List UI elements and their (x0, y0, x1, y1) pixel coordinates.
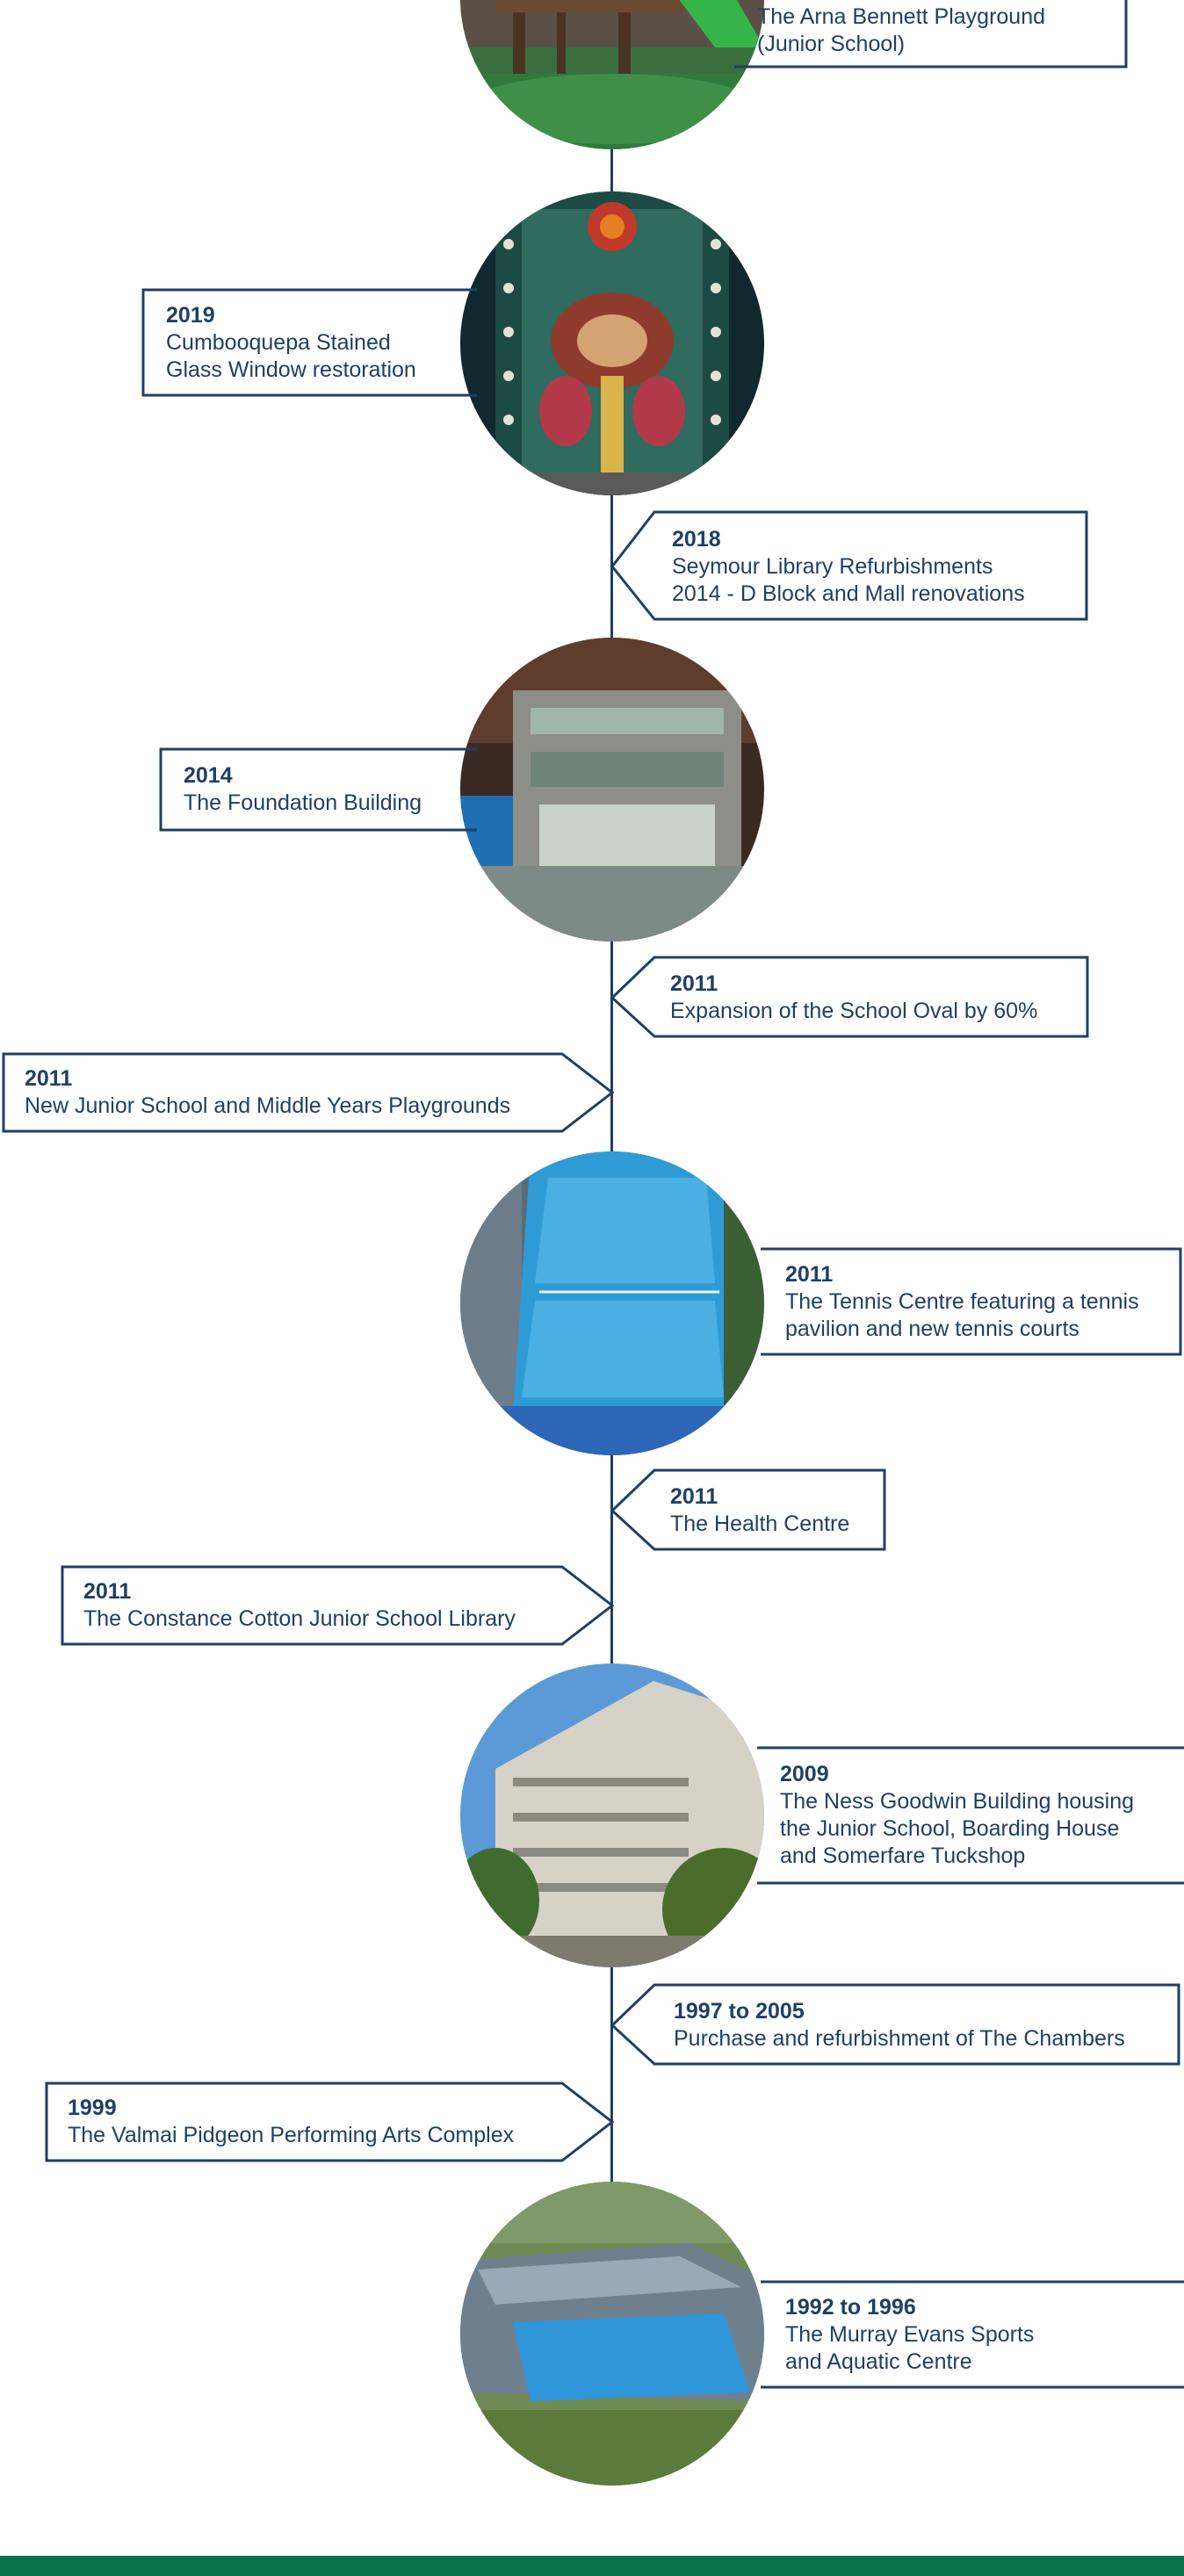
ness-goodwin-building-photo (460, 1663, 764, 1967)
timeline-entry-2014: 2014 The Foundation Building (159, 747, 477, 832)
tennis-centre-photo (460, 1151, 764, 1455)
timeline-entry-desc: Seymour Library Refurbishments 2014 - D … (672, 553, 1025, 606)
timeline-entry-year: 2011 (670, 1484, 718, 1509)
timeline-entry-2009: 2009 The Ness Goodwin Building housing t… (757, 1746, 1184, 1885)
timeline-entry-2011-tennis: 2011 The Tennis Centre featuring a tenni… (761, 1247, 1182, 1356)
timeline-entry-desc: The Arna Bennett Playground (Junior Scho… (757, 4, 1046, 56)
timeline-entry-year: 2014 (184, 763, 233, 788)
timeline-entry-year: 1992 to 1996 (785, 2294, 916, 2320)
timeline-entry-2011-oval: 2011 Expansion of the School Oval by 60% (610, 956, 1089, 1038)
timeline-entry-2011-library: 2011 The Constance Cotton Junior School … (61, 1565, 615, 1646)
timeline-entry-arna-bennett: The Arna Bennett Playground (Junior Scho… (734, 0, 1128, 69)
timeline-entry-year: 1999 (68, 2096, 117, 2120)
timeline-entry-desc: The Foundation Building (184, 790, 422, 815)
timeline-entry-year: 1997 to 2005 (674, 1999, 805, 2024)
timeline-entry-year: 2019 (166, 302, 215, 328)
timeline-entry-desc: Cumbooquepa Stained Glass Window restora… (166, 329, 416, 382)
timeline-entry-year: 2011 (25, 1066, 73, 1091)
timeline-entry-1999: 1999 The Valmai Pidgeon Performing Arts … (45, 2082, 615, 2162)
timeline-entry-year: 2011 (83, 1579, 132, 1604)
foundation-building-photo (460, 638, 764, 942)
timeline-entry-desc: Purchase and refurbishment of The Chambe… (674, 2026, 1125, 2051)
timeline-entry-desc: The Ness Goodwin Building housing the Ju… (780, 1789, 1135, 1868)
playground-photo (460, 0, 764, 149)
footer-bar (0, 2556, 1184, 2576)
timeline-entry-year: 2011 (785, 1261, 834, 1287)
timeline-entry-desc: The Constance Cotton Junior School Libra… (83, 1606, 516, 1631)
timeline-entry-2011-playgrounds: 2011 New Junior School and Middle Years … (2, 1052, 615, 1133)
timeline-entry-2018: 2018 Seymour Library Refurbishments 2014… (610, 510, 1088, 621)
timeline-entry-desc: The Tennis Centre featuring a tennis pav… (785, 1288, 1139, 1341)
timeline-entry-desc: The Murray Evans Sports and Aquatic Cent… (785, 2321, 1035, 2374)
sports-aquatic-centre-photo (460, 2182, 764, 2486)
stained-glass-photo (460, 191, 764, 495)
timeline-entry-desc: Expansion of the School Oval by 60% (670, 999, 1038, 1023)
timeline-entry-year: 2009 (780, 1762, 829, 1786)
timeline-entry-2011-health: 2011 The Health Centre (610, 1468, 886, 1551)
timeline-entry-desc: The Health Centre (670, 1512, 850, 1536)
timeline-entry-desc: New Junior School and Middle Years Playg… (25, 1093, 511, 1118)
timeline-entry-2019: 2019 Cumbooquepa Stained Glass Window re… (141, 288, 477, 397)
timeline-entry-desc: The Valmai Pidgeon Performing Arts Compl… (68, 2123, 515, 2147)
timeline-entry-year: 2018 (672, 526, 721, 552)
timeline-entry-1997-2005: 1997 to 2005 Purchase and refurbishment … (610, 1983, 1180, 2066)
timeline-entry-year: 2011 (670, 971, 718, 996)
timeline-entry-1992-1996: 1992 to 1996 The Murray Evans Sports and… (761, 2280, 1184, 2389)
